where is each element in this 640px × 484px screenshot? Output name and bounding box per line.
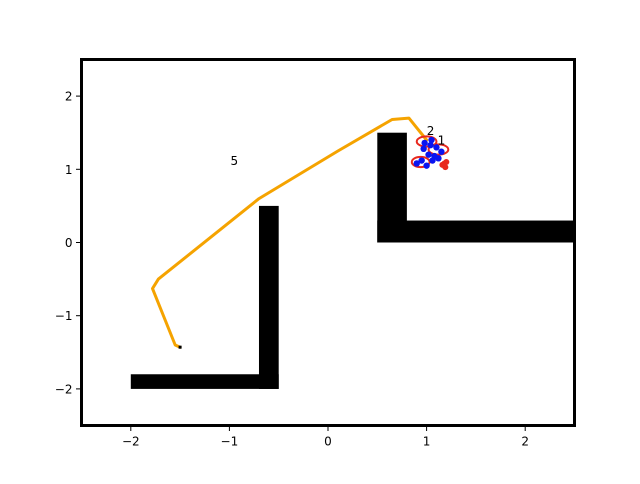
y-tick-label: 0 (65, 236, 73, 250)
trajectory-path (151, 116, 429, 349)
plot-area: 5 21 (130, 116, 575, 389)
red-point-3 (443, 158, 450, 165)
blue-point-2 (433, 144, 440, 151)
x-tick-label: 1 (423, 435, 431, 449)
blue-point-3 (438, 148, 445, 155)
blue-point-1 (428, 136, 435, 144)
y-tick-label: 2 (65, 90, 73, 104)
uncertainty-ellipse-1 (427, 143, 450, 156)
data-label-1: 2 (427, 124, 435, 138)
uncertainty-ellipse-0 (415, 135, 438, 148)
x-tick-label: −1 (221, 435, 239, 449)
y-tick-label: −1 (55, 309, 73, 323)
obstacle-0 (130, 374, 279, 389)
blue-point-10 (435, 155, 442, 162)
y-tick-label: 1 (65, 163, 73, 177)
uncertainty-ellipse-2 (410, 155, 431, 169)
y-tick-label: −2 (55, 382, 73, 396)
path-start-marker (178, 345, 182, 349)
obstacle-3 (377, 220, 575, 243)
blue-point-8 (423, 162, 430, 169)
obstacle-1 (258, 205, 279, 389)
blue-point-0 (421, 139, 428, 147)
data-label-0: 5 (231, 154, 239, 168)
blue-point-12 (427, 141, 434, 149)
blue-point-9 (429, 157, 436, 164)
x-tick-label: 0 (324, 435, 332, 449)
blue-point-7 (413, 160, 420, 167)
blue-point-5 (425, 151, 432, 158)
data-label-2: 1 (438, 133, 446, 147)
x-tick-label: 2 (521, 435, 529, 449)
axes-frame (80, 58, 576, 427)
x-tick-label: −2 (122, 435, 140, 449)
blue-point-11 (420, 145, 427, 153)
blue-point-6 (418, 157, 425, 164)
